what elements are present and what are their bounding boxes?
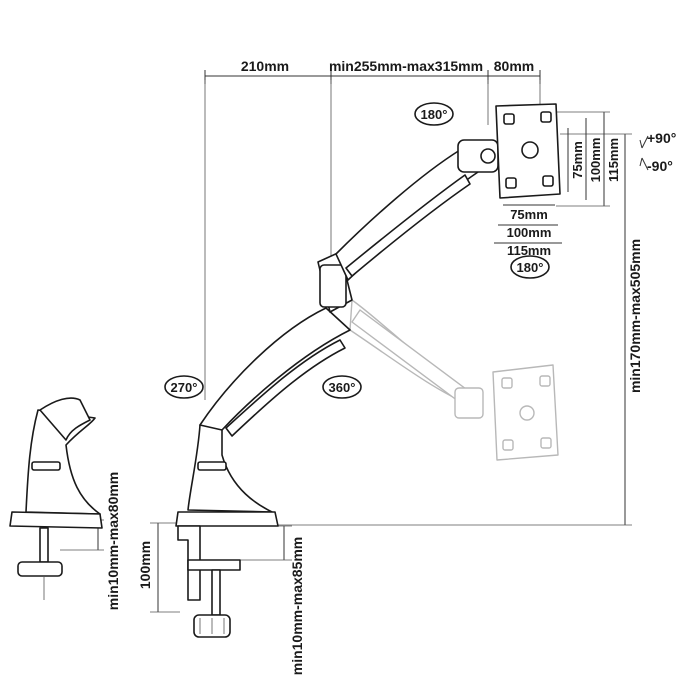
- svg-text:180°: 180°: [517, 260, 544, 275]
- vesa-offset-label: 80mm: [494, 58, 534, 74]
- tilt-up-label: +90°: [647, 130, 676, 146]
- svg-text:360°: 360°: [329, 380, 356, 395]
- clamp-thickness-label: min10mm-max85mm: [289, 537, 305, 676]
- arm-reach-label: 210mm: [241, 58, 289, 74]
- main-arm: [175, 103, 561, 638]
- rotation-badge-270: 270°: [164, 375, 204, 399]
- svg-text:270°: 270°: [171, 380, 198, 395]
- vesa-v-100-label: 100mm: [588, 138, 603, 183]
- tilt-arrows: [639, 135, 649, 171]
- height-range-label: min170mm-max505mm: [627, 239, 643, 393]
- vesa-v-75-label: 75mm: [570, 141, 585, 179]
- tilt-down-label: -90°: [647, 158, 673, 174]
- grommet-mount: [9, 397, 103, 600]
- clamp-depth-label: 100mm: [137, 541, 153, 589]
- vesa-h-75-label: 75mm: [510, 207, 548, 222]
- vesa-h-115-label: 115mm: [507, 243, 551, 258]
- rotation-badge-360: 360°: [322, 375, 362, 399]
- svg-text:180°: 180°: [421, 107, 448, 122]
- vesa-v-115-label: 115mm: [606, 138, 621, 182]
- vesa-h-100-label: 100mm: [507, 225, 552, 240]
- ghost-arm: [349, 299, 559, 461]
- grommet-thickness-label: min10mm-max80mm: [105, 472, 121, 611]
- extension-label: min255mm-max315mm: [329, 58, 483, 74]
- rotation-badge-top-180: 180°: [414, 102, 454, 126]
- rotation-badge-bottom-180: 180°: [510, 255, 550, 279]
